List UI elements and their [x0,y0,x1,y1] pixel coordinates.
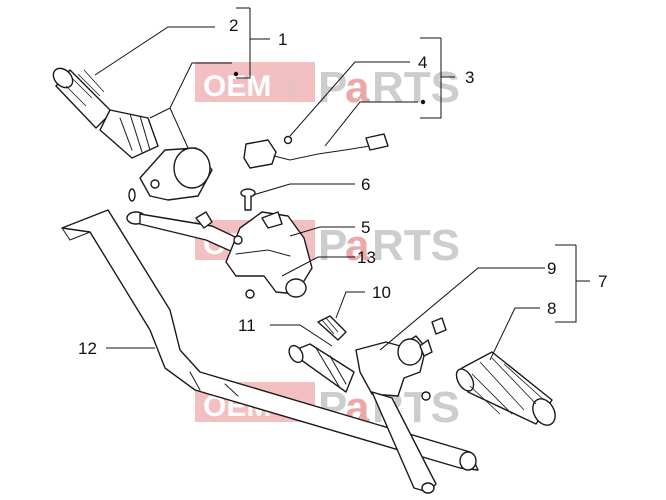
callout-10: 10 [372,283,391,302]
callout-3: 3 [465,68,474,87]
screw [240,188,256,211]
left-switch-housing [128,147,213,202]
callout-1: 1 [278,30,287,49]
watermark-rts: RTS [372,221,460,270]
watermark-p: P [318,221,347,270]
watermark-rts: RTS [372,63,460,112]
watermark-bike: BIKE [288,77,298,98]
callout-2: 2 [229,16,238,35]
callout-4: 4 [418,53,427,72]
right-grip [455,351,556,426]
callout-6: 6 [361,175,370,194]
throttle-sleeve [288,343,355,393]
callout-12: 12 [78,339,97,358]
left-brake-lever [126,211,313,299]
watermark-box [195,62,315,102]
handlebar-tube [61,209,479,471]
watermark-top: OEM BIKE P a RTS [195,62,460,112]
watermark-a: a [345,221,370,270]
callout-11: 11 [238,316,256,335]
kill-switch [243,133,389,169]
callout-7: 7 [598,272,607,291]
left-grip [52,67,159,159]
callout-8: 8 [547,299,556,318]
callout-labels: 2 1 4 3 6 5 13 9 7 10 8 11 12 [78,16,607,358]
callout-5: 5 [361,218,370,237]
callout-13: 13 [357,248,376,267]
adjuster-bolt [317,315,347,341]
leader-lines [94,7,590,361]
watermark-a: a [345,63,370,112]
right-brake-lever [355,317,447,494]
callout-9: 9 [547,259,556,278]
